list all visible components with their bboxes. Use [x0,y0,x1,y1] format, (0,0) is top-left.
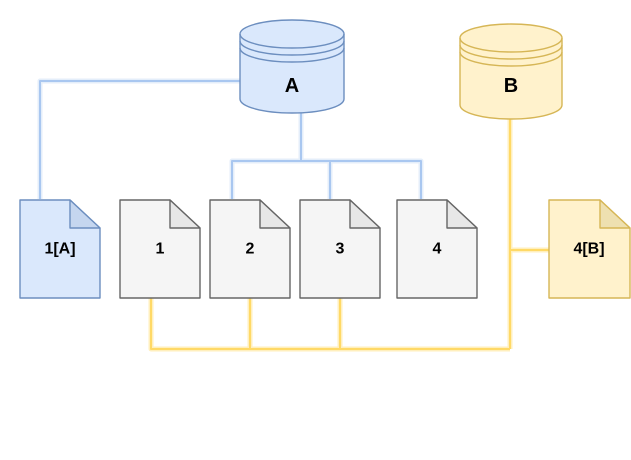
edge-b-bus-to-document-1 [150,298,510,350]
document-3-label: 3 [336,241,345,258]
document-1a-label: 1[A] [44,241,75,258]
node-database-a: A [239,19,345,114]
edge-halos [37,78,549,352]
document-1-fold [169,199,201,229]
document-4-label: 4 [433,241,442,258]
edges [39,80,549,350]
database-a-rings [239,33,345,63]
node-document-1: 1 [119,199,201,299]
database-b-label: B [504,75,518,97]
document-4-fold [446,199,478,229]
node-document-2: 2 [209,199,291,299]
database-b-rings [459,37,563,67]
document-4b-fold [599,199,631,229]
edge-a-to-document-1a [39,80,240,199]
node-document-3: 3 [299,199,381,299]
node-document-1a: 1[A] [19,199,101,299]
node-document-4b: 4[B] [548,199,631,299]
blue-edges-halo [37,78,424,199]
node-database-b: B [459,23,563,120]
database-a-label: A [285,75,299,97]
document-2-fold [259,199,291,229]
document-1a-fold [69,199,101,229]
document-1-label: 1 [156,241,165,258]
database-b-body [459,23,563,120]
database-a-body [239,19,345,114]
edge-a-bus-to-documents-2-4 [231,160,422,199]
node-document-4: 4 [396,199,478,299]
document-2-label: 2 [246,241,255,258]
document-4b-label: 4[B] [573,241,604,258]
document-3-fold [349,199,381,229]
